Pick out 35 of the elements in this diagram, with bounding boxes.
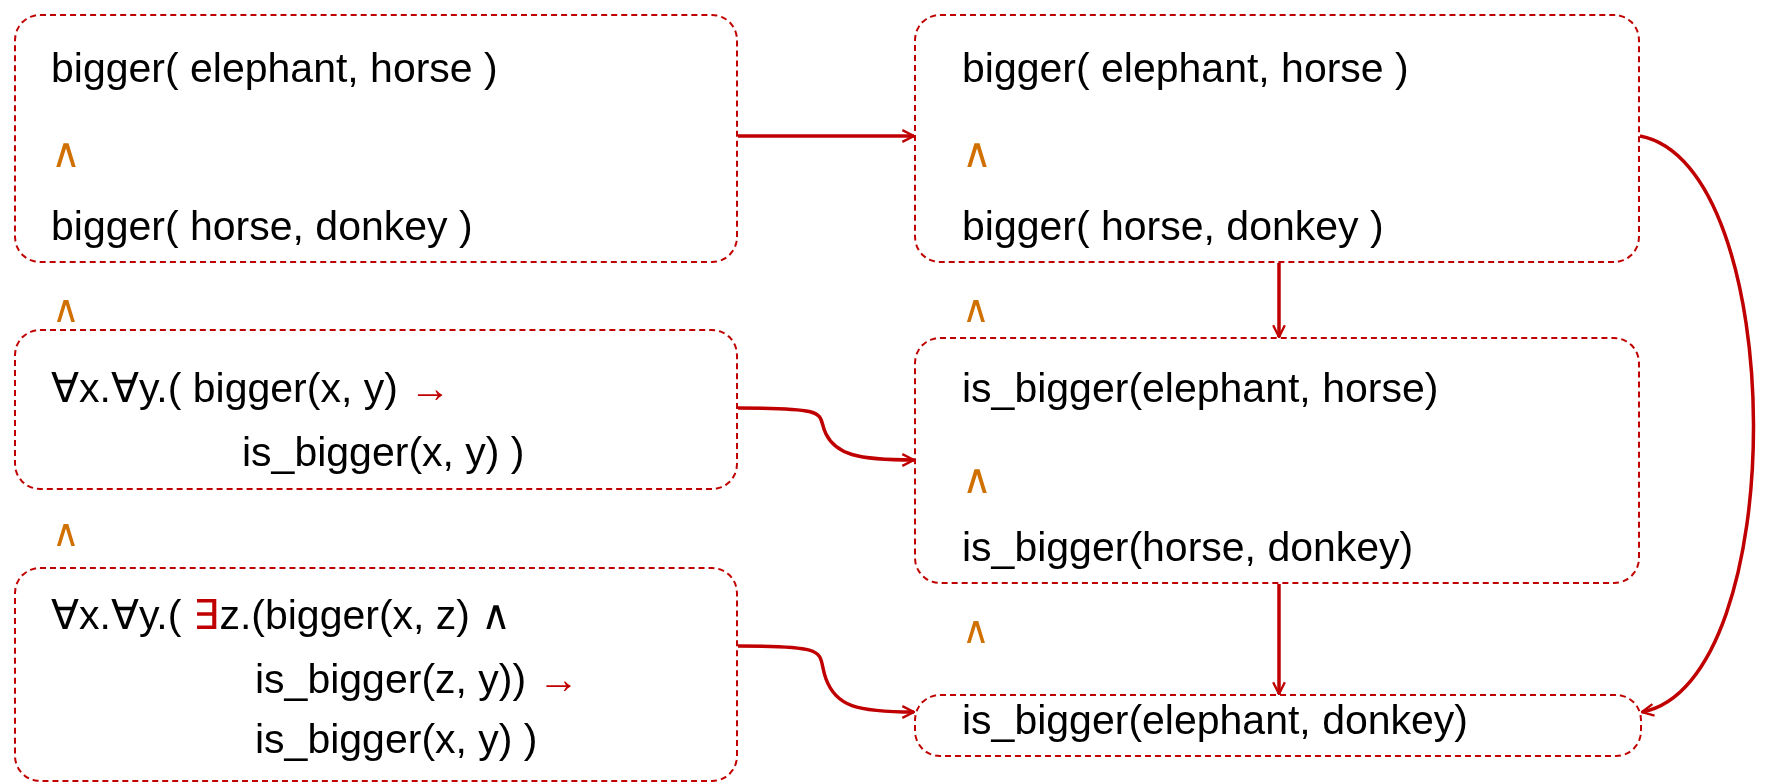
formula-box (914, 337, 1640, 584)
formula-box (14, 329, 738, 490)
and-symbol: ∧ (52, 289, 80, 329)
implies-arrow: → (409, 364, 451, 413)
exists-symbol: ∃ (193, 591, 220, 640)
formula-text: is_bigger(horse, donkey) (962, 523, 1414, 572)
and-symbol: ∧ (962, 129, 992, 178)
formula-box (914, 694, 1642, 757)
and-symbol: ∧ (51, 129, 81, 178)
arrow (738, 129, 916, 143)
and-symbol: ∧ (962, 455, 992, 504)
formula-text: ∀x.∀y.( (51, 591, 182, 640)
implies-arrow: → (538, 655, 580, 704)
formula-box (14, 14, 738, 263)
and-symbol: ∧ (52, 513, 80, 553)
formula-text: is_bigger(x, y) ) (242, 428, 525, 477)
arrow (738, 644, 916, 719)
formula-text: is_bigger(z, y)) (255, 655, 527, 704)
and-symbol: ∧ (962, 610, 990, 650)
formula-text: bigger( elephant, horse ) (962, 44, 1409, 93)
formula-text: is_bigger(elephant, donkey) (962, 696, 1468, 745)
formula-text: bigger( elephant, horse ) (51, 44, 498, 93)
formula-text: z.(bigger(x, z) ∧ (219, 591, 512, 640)
formula-text: bigger( horse, donkey ) (962, 202, 1384, 251)
arrow (1272, 584, 1286, 696)
arrow (1272, 263, 1286, 339)
formula-text: is_bigger(x, y) ) (255, 715, 538, 764)
and-symbol: ∧ (962, 289, 990, 329)
arrow (1639, 134, 1756, 714)
formula-box (14, 567, 738, 782)
formula-text: bigger( horse, donkey ) (51, 202, 473, 251)
formula-box (914, 14, 1640, 263)
arrow (738, 406, 916, 467)
formula-text: ∀x.∀y.( bigger(x, y) (51, 364, 398, 413)
formula-text: is_bigger(elephant, horse) (962, 364, 1439, 413)
